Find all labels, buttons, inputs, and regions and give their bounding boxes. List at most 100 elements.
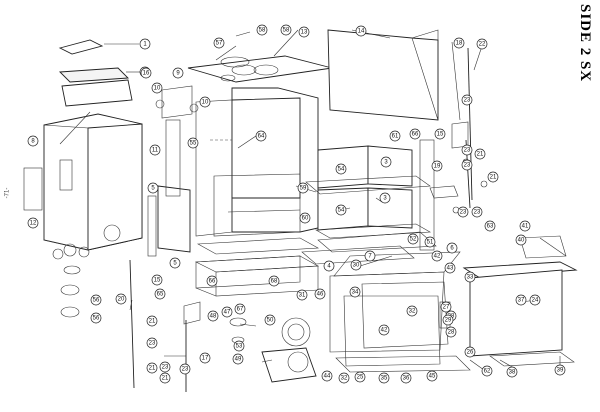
callout-circle	[471, 206, 483, 218]
callout-circle	[159, 361, 171, 373]
callout-59: 59	[297, 182, 309, 194]
callout-number: 41	[522, 223, 529, 229]
callout-circle	[255, 130, 267, 142]
callout-36: 36	[400, 372, 412, 384]
callout-circle	[232, 353, 244, 365]
callout-circle	[199, 96, 211, 108]
callout-number: 40	[518, 237, 525, 243]
callout-number: 49	[235, 356, 242, 362]
callout-number: 42	[381, 327, 388, 333]
callout-circle	[464, 346, 476, 358]
callout-55: 55	[187, 137, 199, 149]
callout-11: 11	[149, 144, 161, 156]
callout-number: 21	[490, 174, 497, 180]
callout-circle	[445, 326, 457, 338]
callout-number: 15	[154, 277, 161, 283]
callout-30: 30	[350, 259, 362, 271]
callout-19: 19	[431, 160, 443, 172]
callout-circle	[426, 370, 438, 382]
callout-number: 62	[484, 368, 491, 374]
callout-21: 21	[487, 171, 499, 183]
callout-23: 23	[146, 337, 158, 349]
callout-circle	[172, 67, 184, 79]
callout-62: 62	[481, 365, 493, 377]
callout-circle	[234, 303, 246, 315]
callout-circle	[446, 242, 458, 254]
callout-number: 23	[182, 366, 189, 372]
callout-number: 34	[352, 289, 359, 295]
callout-number: 9	[176, 70, 180, 76]
callout-circle	[321, 370, 333, 382]
callout-number: 61	[392, 133, 399, 139]
callout-12: 12	[27, 217, 39, 229]
callout-circle	[380, 156, 392, 168]
callout-number: 55	[190, 140, 197, 146]
callout-circle	[299, 212, 311, 224]
callout-number: 68	[271, 278, 278, 284]
callout-circle	[199, 352, 211, 364]
callout-number: 5	[151, 185, 155, 191]
callout-circle	[554, 364, 566, 376]
callout-number: 21	[149, 365, 156, 371]
callout-21: 21	[146, 362, 158, 374]
callout-circle	[457, 206, 469, 218]
callout-33: 33	[464, 271, 476, 283]
callout-circle	[424, 236, 436, 248]
callout-number: 57	[216, 40, 223, 46]
callout-number: 14	[358, 28, 365, 34]
callout-43: 43	[444, 262, 456, 274]
callout-number: 23	[464, 97, 471, 103]
callout-number: 35	[381, 375, 388, 381]
callout-18: 18	[453, 37, 465, 49]
callout-50: 50	[264, 314, 276, 326]
callout-circle	[140, 67, 152, 79]
callout-number: 63	[487, 223, 494, 229]
callout-circle	[379, 192, 391, 204]
part-top-right-panel	[327, 29, 439, 121]
callout-38: 38	[506, 366, 518, 378]
callout-number: 7	[368, 253, 372, 259]
callout-21: 21	[146, 315, 158, 327]
callout-number: 42	[434, 253, 441, 259]
callout-number: 38	[509, 369, 516, 375]
callout-number: 10	[154, 85, 161, 91]
callout-number: 23	[464, 162, 471, 168]
callout-number: 23	[464, 147, 471, 153]
callout-circle	[338, 372, 350, 384]
callout-circle	[434, 128, 446, 140]
callout-39: 39	[554, 364, 566, 376]
callout-circle	[506, 366, 518, 378]
callout-number: 4	[327, 263, 331, 269]
callout-number: 51	[427, 239, 434, 245]
callout-circle	[146, 337, 158, 349]
callout-29: 29	[442, 314, 454, 326]
callout-23: 23	[461, 144, 473, 156]
callout-circle	[461, 94, 473, 106]
callout-57: 57	[213, 37, 225, 49]
callout-20: 20	[115, 293, 127, 305]
callout-6: 6	[446, 242, 458, 254]
callout-35: 35	[378, 372, 390, 384]
callout-circle	[519, 220, 531, 232]
callout-58: 58	[280, 24, 292, 36]
callout-circle	[400, 372, 412, 384]
callout-41: 41	[519, 220, 531, 232]
callout-circle	[350, 259, 362, 271]
callout-number: 8	[31, 138, 35, 144]
callout-circle	[323, 260, 335, 272]
callout-number: 36	[403, 375, 410, 381]
callout-circle	[314, 288, 326, 300]
callout-number: 58	[283, 27, 290, 33]
callout-circle	[256, 24, 268, 36]
callout-circle	[515, 294, 527, 306]
callout-labels: 1233455678910101112131415151617181920212…	[27, 24, 566, 384]
callout-number: 17	[202, 355, 209, 361]
callout-17: 17	[199, 352, 211, 364]
callout-number: 21	[162, 375, 169, 381]
part-base-frame	[194, 255, 320, 297]
callout-32: 32	[406, 305, 418, 317]
callout-number: 54	[338, 207, 345, 213]
callout-27: 27	[440, 301, 452, 313]
callout-number: 56	[93, 315, 100, 321]
callout-number: 37	[518, 297, 525, 303]
